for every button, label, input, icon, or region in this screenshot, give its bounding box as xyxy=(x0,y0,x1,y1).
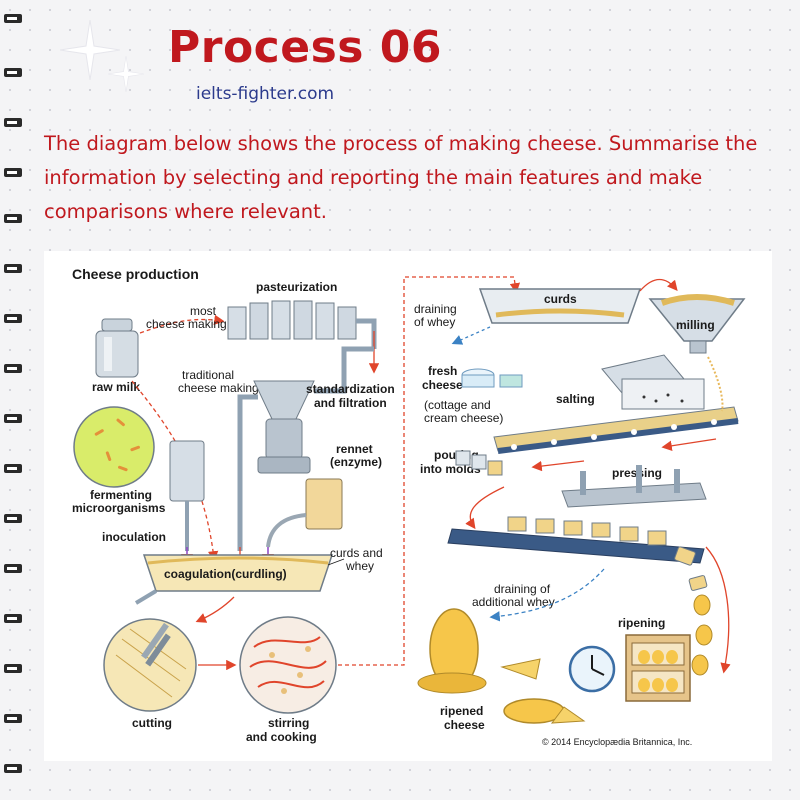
diagram-title: Cheese production xyxy=(72,266,199,282)
milling-hopper xyxy=(648,294,746,354)
label-standardization-1: standardization xyxy=(306,382,395,396)
diagram-canvas: Cheese production raw milk most cheese m… xyxy=(72,266,746,747)
label-fresh-cheese-2: cheese xyxy=(422,378,463,392)
label-fermenting-2: microorganisms xyxy=(72,501,166,515)
microorganism-circle xyxy=(73,406,155,488)
separator-machine xyxy=(237,346,374,551)
cutting-circle xyxy=(103,618,197,712)
copyright-notice: © 2014 Encyclopædia Britannica, Inc. xyxy=(542,737,692,747)
fresh-cheese-tubs xyxy=(461,368,523,388)
page-title: Process 06 xyxy=(168,22,443,73)
label-traditional-2: cheese making xyxy=(178,381,259,395)
label-cutting: cutting xyxy=(132,716,172,730)
label-raw-milk: raw milk xyxy=(92,380,140,394)
sparkle-star-icon xyxy=(108,56,144,92)
ripened-cheese xyxy=(417,608,586,724)
label-ripened-1: ripened xyxy=(440,704,483,718)
label-most-1: most xyxy=(190,304,217,318)
label-rennet-1: rennet xyxy=(336,442,373,456)
label-draining-add-2: additional whey xyxy=(472,595,555,609)
label-salting: salting xyxy=(556,392,595,406)
rennet-container xyxy=(266,478,343,548)
label-draining-whey-1: draining xyxy=(414,302,457,316)
fermenting-tank xyxy=(169,440,205,551)
raw-milk-can xyxy=(95,318,139,378)
label-stirring-2: and cooking xyxy=(246,730,317,744)
label-cottage-2: cream cheese) xyxy=(424,411,503,425)
label-ripening: ripening xyxy=(618,616,665,630)
pressing-machine xyxy=(561,465,707,508)
label-stirring-1: stirring xyxy=(268,716,309,730)
label-curds: curds xyxy=(544,292,577,306)
label-coagulation: coagulation(curdling) xyxy=(164,567,287,581)
pressing-conveyor xyxy=(447,516,705,564)
label-pasteurization: pasteurization xyxy=(256,280,337,294)
label-standardization-2: and filtration xyxy=(314,396,387,410)
salting-conveyor xyxy=(493,406,739,454)
label-ripened-2: cheese xyxy=(444,718,485,732)
label-draining-whey-2: of whey xyxy=(414,315,455,329)
label-most-2: cheese making xyxy=(146,317,227,331)
molds xyxy=(455,450,503,476)
label-fresh-cheese-1: fresh xyxy=(428,364,457,378)
falling-cheese-wheels xyxy=(674,546,713,676)
sparkle-star-icon xyxy=(60,20,120,80)
label-rennet-2: (enzyme) xyxy=(330,455,382,469)
label-curds-whey-1: curds and xyxy=(330,546,383,560)
notebook-spiral xyxy=(4,14,22,773)
cheese-process-diagram: Cheese production raw milk most cheese m… xyxy=(44,251,772,761)
coagulation-vat xyxy=(134,554,334,605)
label-fermenting-1: fermenting xyxy=(90,488,152,502)
label-draining-add-1: draining of xyxy=(494,582,551,596)
label-traditional-1: traditional xyxy=(182,368,234,382)
salting-machine xyxy=(601,354,705,410)
pasteurizer xyxy=(227,300,377,349)
clock-icon xyxy=(568,645,616,693)
label-cottage-1: (cottage and xyxy=(424,398,491,412)
stirring-circle xyxy=(239,616,337,714)
ripening-shelf xyxy=(625,634,691,702)
task-prompt: The diagram below shows the process of m… xyxy=(44,132,758,223)
website-link[interactable]: ielts-fighter.com xyxy=(196,84,335,104)
label-inoculation: inoculation xyxy=(102,530,166,544)
curds-tray xyxy=(478,288,642,324)
label-curds-whey-2: whey xyxy=(345,559,374,573)
label-milling: milling xyxy=(676,318,715,332)
